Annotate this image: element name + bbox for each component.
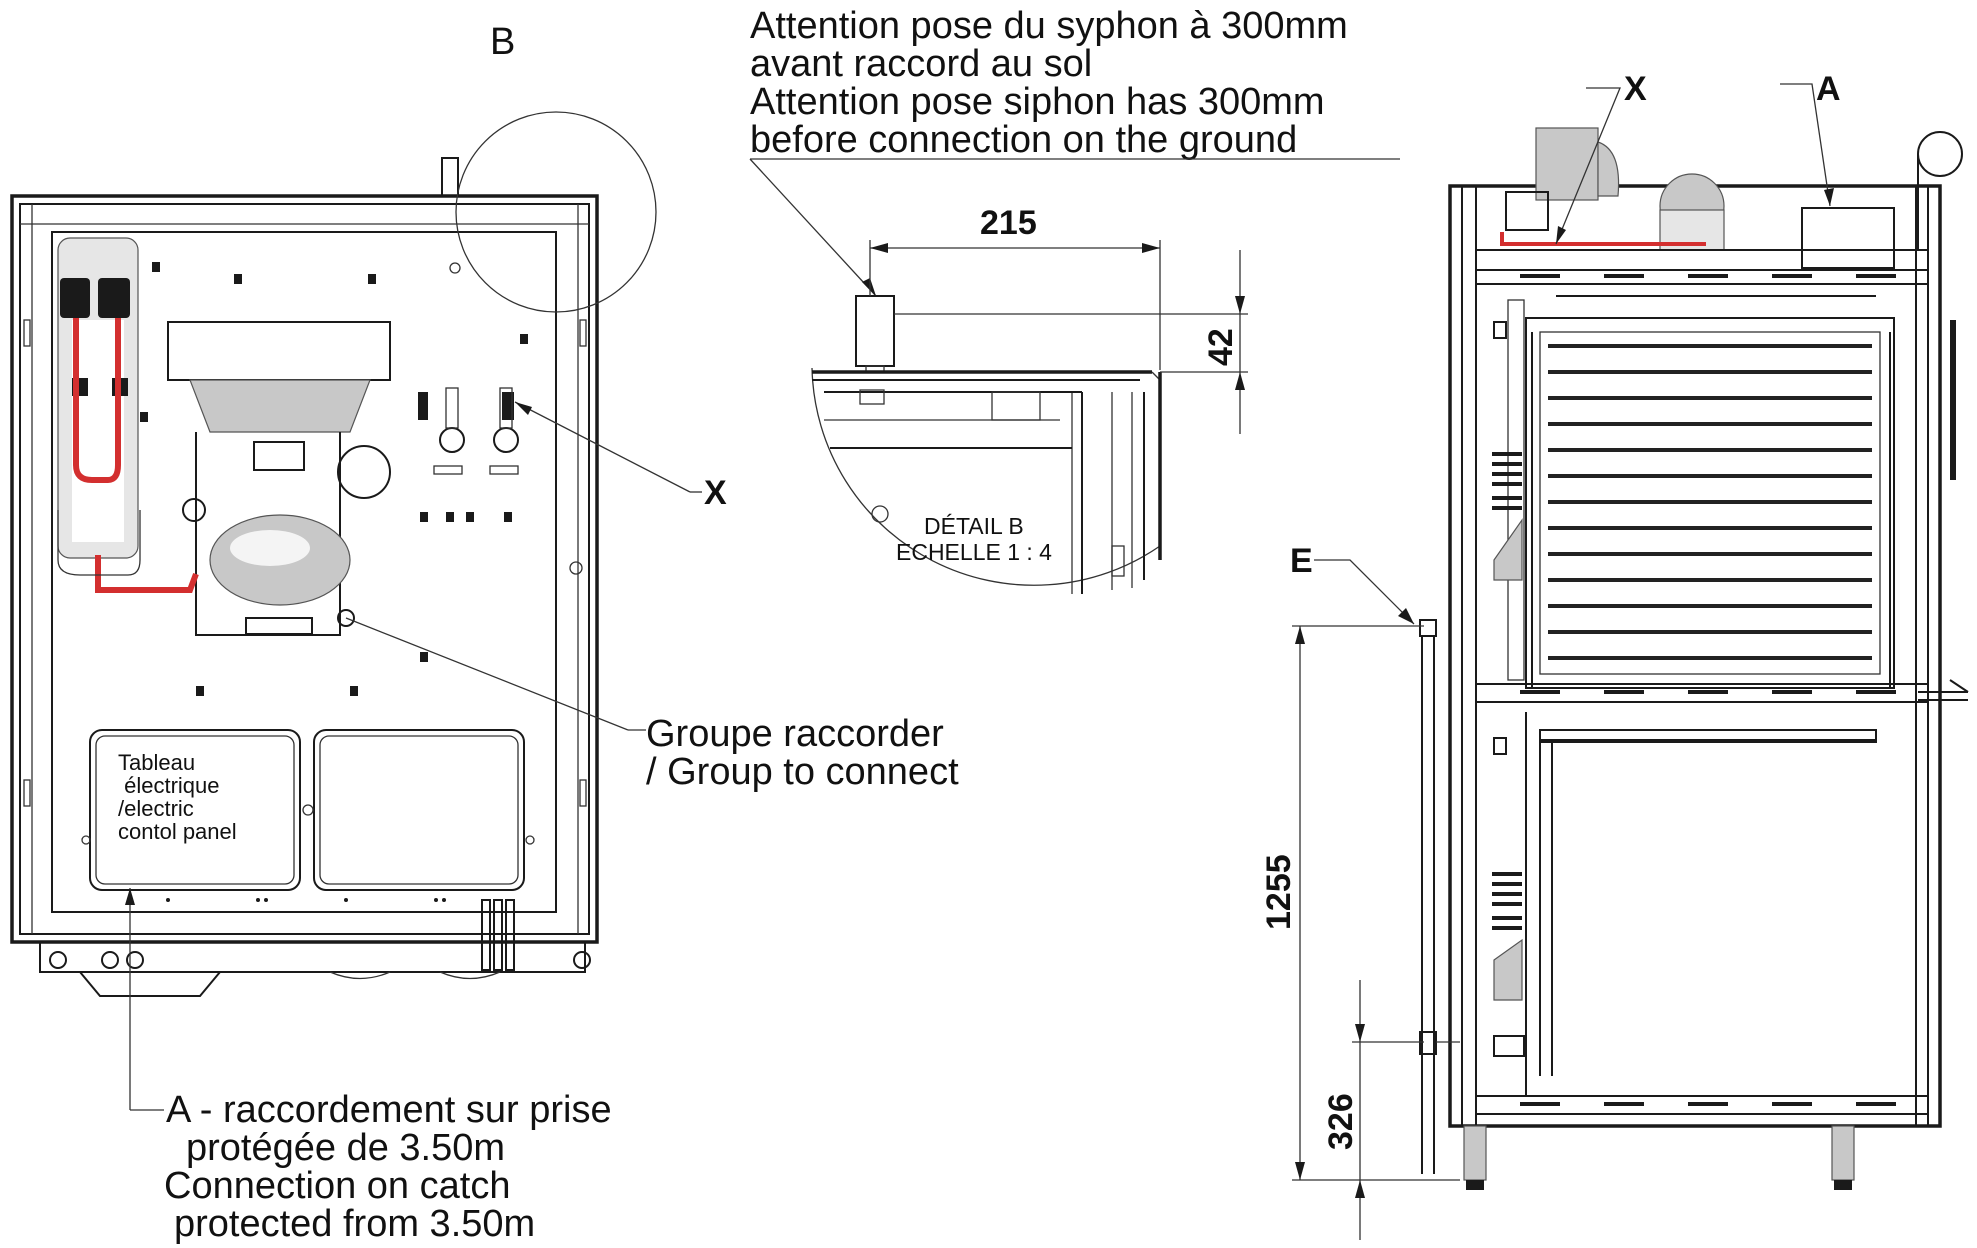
dim-215-text: 215 bbox=[980, 204, 1037, 242]
attention-line-4: before connection on the ground bbox=[750, 119, 1297, 161]
evaporator-fan bbox=[1535, 127, 1599, 201]
panel-label-1: Tableau bbox=[118, 750, 195, 775]
upper-compartment bbox=[1525, 317, 1895, 689]
detail-b-circle bbox=[455, 111, 657, 313]
shelves-upper bbox=[1548, 344, 1872, 660]
a-note-2: protégée de 3.50m bbox=[186, 1127, 505, 1169]
dim-1255-text: 1255 bbox=[1260, 854, 1298, 930]
bottom-rail bbox=[1475, 1095, 1929, 1115]
valve-left bbox=[439, 427, 465, 453]
x-side-label: X bbox=[1624, 70, 1647, 108]
e-label: E bbox=[1290, 542, 1313, 580]
electric-panel-right bbox=[313, 729, 525, 891]
dim-326-text: 326 bbox=[1322, 1093, 1360, 1150]
side-view: X A E 1255 326 bbox=[1260, 70, 1969, 1240]
detail-scale: ECHELLE 1 : 4 bbox=[896, 539, 1052, 565]
attention-line-3: Attention pose siphon has 300mm bbox=[750, 81, 1325, 123]
drain-outlet bbox=[441, 157, 459, 197]
panel-label-2: électrique bbox=[118, 773, 220, 798]
group-label-1: Groupe raccorder bbox=[646, 713, 944, 755]
foot-left bbox=[1463, 1125, 1487, 1181]
refrigerant-pipe bbox=[73, 318, 121, 483]
drain-fitting-top bbox=[1419, 619, 1437, 637]
side-electrical-box bbox=[1801, 207, 1895, 269]
detail-b-letter: B bbox=[490, 21, 515, 63]
leader-a-side bbox=[1780, 83, 1831, 207]
detail-title: DÉTAIL B bbox=[924, 513, 1024, 539]
rear-panel bbox=[51, 231, 557, 913]
fan-funnel bbox=[189, 379, 371, 433]
valve-right bbox=[493, 427, 519, 453]
side-cable-loop bbox=[1917, 131, 1963, 177]
leader-x-front bbox=[514, 401, 691, 493]
electric-panel-left bbox=[89, 729, 301, 891]
dim-42-text: 42 bbox=[1202, 328, 1240, 366]
detail-b-view: Attention pose du syphon à 300mm avant r… bbox=[749, 5, 1400, 594]
foot-right bbox=[1831, 1125, 1855, 1181]
group-label-2: / Group to connect bbox=[646, 751, 959, 793]
attention-line-1: Attention pose du syphon à 300mm bbox=[750, 5, 1348, 47]
a-note-3: Connection on catch bbox=[164, 1165, 510, 1207]
siphon bbox=[855, 295, 895, 367]
detail-b-arc bbox=[811, 367, 1161, 586]
panel-label-3: /electric bbox=[118, 796, 194, 821]
leader-x-side bbox=[1555, 87, 1621, 245]
panel-label-4: contol panel bbox=[118, 819, 237, 844]
x-front-label: X bbox=[704, 474, 727, 512]
leader-attention bbox=[749, 158, 877, 297]
rear-view bbox=[10, 157, 599, 997]
leader-e bbox=[1314, 559, 1415, 625]
a-side-label: A bbox=[1816, 70, 1841, 108]
a-note-1: A - raccordement sur prise bbox=[166, 1089, 612, 1131]
attention-line-2: avant raccord au sol bbox=[750, 43, 1092, 85]
leader-group-connect bbox=[345, 617, 629, 731]
fan-housing bbox=[167, 321, 391, 381]
drain-fitting-bottom bbox=[1419, 1031, 1437, 1055]
base-rail bbox=[39, 941, 586, 973]
a-note-4: protected from 3.50m bbox=[174, 1203, 535, 1245]
